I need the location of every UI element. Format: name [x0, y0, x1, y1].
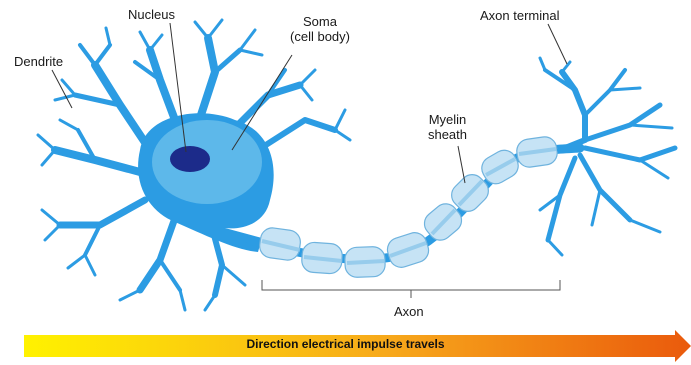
axon-terminal-branches [540, 58, 675, 255]
soma-label-line1: Soma [285, 14, 355, 29]
myelin-sheath-label: Myelin sheath [420, 112, 475, 142]
dendrite-label: Dendrite [14, 54, 63, 69]
axon-terminal-label: Axon terminal [480, 8, 559, 23]
nucleus-label: Nucleus [128, 7, 175, 22]
axon-label: Axon [394, 304, 424, 319]
axon-terminal-leader [548, 24, 567, 64]
soma-label-line2: (cell body) [285, 29, 355, 44]
soma [138, 113, 274, 252]
myelin-leader [458, 146, 465, 183]
nucleus [170, 146, 210, 172]
impulse-direction-label: Direction electrical impulse travels [0, 337, 691, 351]
myelin-sheath [258, 135, 559, 277]
soma-label: Soma (cell body) [285, 14, 355, 44]
axon-bracket [262, 280, 560, 298]
myelin-label-line2: sheath [420, 127, 475, 142]
myelin-label-line1: Myelin [420, 112, 475, 127]
